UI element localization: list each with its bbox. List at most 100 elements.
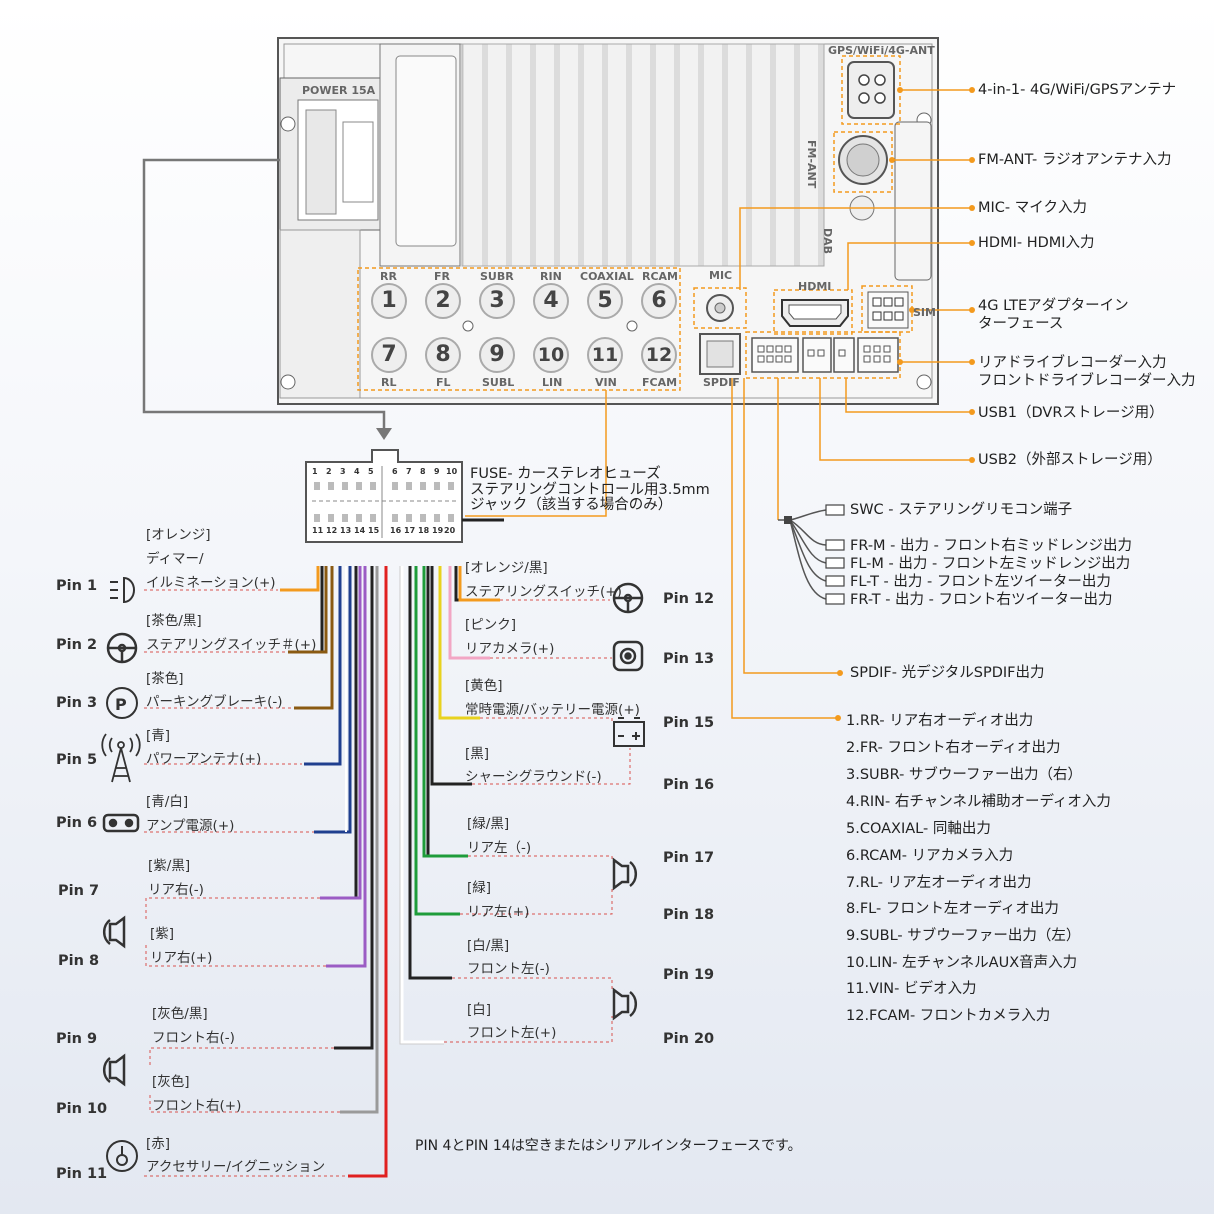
- pin-18-desc: リア左(+): [467, 904, 530, 920]
- annotation-lte-2: ターフェース: [978, 316, 1064, 332]
- pin-20-desc: フロント左(+): [467, 1025, 557, 1041]
- pin-16-desc: シャーシグラウンド(-): [465, 769, 602, 785]
- rca-jack: 9: [479, 337, 515, 373]
- harness-flm: FL-M - 出力 - フロント左ミッドレンジ出力: [850, 556, 1131, 572]
- pin-18-label: Pin 18: [663, 907, 715, 923]
- annotation-leaders: [465, 89, 972, 719]
- rca-list-item: 6.RCAM- リアカメラ入力: [846, 848, 1014, 864]
- hdmi-label: HDMI: [798, 280, 832, 293]
- left-wires: [280, 566, 388, 1178]
- rca-list-item: 9.SUBL- サブウーファー出力（左）: [846, 928, 1081, 944]
- rca-list-item: 10.LIN- 左チャンネルAUX音声入力: [846, 955, 1078, 971]
- rca-list-item: 4.RIN- 右チャンネル補助オーディオ入力: [846, 794, 1111, 810]
- speaker-icon-rear-left: [612, 857, 638, 891]
- pin-8-desc: リア右(+): [150, 950, 213, 966]
- pin-7-label: Pin 7: [58, 883, 100, 899]
- pin-7-color: [紫/黒]: [148, 858, 191, 874]
- rca-label: VIN: [595, 376, 617, 389]
- sim-label: SIM: [913, 306, 936, 319]
- annotation-usb2: USB2（外部ストレージ用）: [978, 452, 1162, 468]
- pin-2-color: [茶色/黒]: [146, 613, 202, 629]
- rca-list-item: 12.FCAM- フロントカメラ入力: [846, 1008, 1051, 1024]
- pin-17-color: [緑/黒]: [467, 816, 510, 832]
- pin-19-desc: フロント左(-): [467, 961, 550, 977]
- pin-13-desc: リアカメラ(+): [465, 641, 555, 657]
- rca-label: RR: [380, 270, 397, 283]
- pin-6-desc: アンプ電源(+): [146, 818, 235, 834]
- pin-13-color: [ピンク]: [465, 617, 517, 633]
- harness-plugs: [825, 504, 845, 605]
- annotation-fm: FM-ANT- ラジオアンテナ入力: [978, 152, 1172, 168]
- annotation-usb1: USB1（DVRストレージ用）: [978, 405, 1164, 421]
- fuse-note-line-2: ステアリングコントロール用3.5mm: [470, 482, 710, 498]
- pin-16-label: Pin 16: [663, 777, 715, 793]
- pin-3-color: [茶色]: [146, 671, 184, 687]
- rca-list-item: 3.SUBR- サブウーファー出力（右）: [846, 767, 1083, 783]
- pin-2-desc: ステアリングスイッチ＃(+): [146, 637, 317, 653]
- spdif-note: SPDIF- 光デジタルSPDIF出力: [850, 665, 1045, 681]
- pin-3-label: Pin 3: [56, 695, 98, 711]
- fm-label: FM-ANT: [805, 140, 818, 189]
- rca-list-item: 11.VIN- ビデオ入力: [846, 981, 977, 997]
- rca-jack: 8: [425, 337, 461, 373]
- pin-9-desc: フロント右(-): [152, 1030, 235, 1046]
- pin-1-color: [オレンジ]: [146, 527, 211, 543]
- harness-frt: FR-T - 出力 - フロント右ツイーター出力: [850, 592, 1113, 608]
- pin-6-color: [青/白]: [146, 794, 189, 810]
- pin-20-label: Pin 20: [663, 1031, 715, 1047]
- rca-label: LIN: [542, 376, 563, 389]
- pin-5-label: Pin 5: [56, 752, 98, 768]
- fuse-note-line-1: FUSE- カーステレオヒューズ: [470, 466, 661, 482]
- footer-note: PIN 4とPIN 14は空きまたはシリアルインターフェースです。: [415, 1138, 802, 1154]
- rca-jack: 2: [425, 283, 461, 319]
- pin-9-label: Pin 9: [56, 1031, 98, 1047]
- mic-label: MIC: [709, 269, 733, 282]
- pin-11-desc: アクセサリー/イグニッション: [146, 1159, 326, 1175]
- harness-swc: SWC - ステアリングリモコン端子: [850, 502, 1073, 518]
- rca-jack: 3: [479, 283, 515, 319]
- annotation-lte: 4G LTEアダプターイン: [978, 298, 1129, 314]
- power-arrow: [142, 158, 386, 432]
- ant-connector: [847, 61, 895, 119]
- spdif-label: SPDIF: [703, 376, 740, 389]
- label-guides: [144, 589, 631, 1177]
- pin-5-desc: パワーアンテナ(+): [146, 751, 262, 767]
- pin-19-color: [白/黒]: [467, 938, 510, 954]
- pin-11-label: Pin 11: [56, 1166, 108, 1182]
- annotation-rear-dvr: リアドライブレコーダー入力: [978, 355, 1167, 371]
- rca-label: SUBR: [480, 270, 514, 283]
- pin-12-label: Pin 12: [663, 591, 715, 607]
- rca-label: FCAM: [642, 376, 678, 389]
- rca-jack: 4: [533, 283, 569, 319]
- steering-wheel-icon: [106, 632, 138, 664]
- rca-highlight: [357, 267, 681, 391]
- speaker-icon-front-right: [102, 1053, 126, 1087]
- dvr-usb-connectors: [751, 337, 899, 373]
- pin-15-color: [黄色]: [465, 678, 503, 694]
- ant-label: GPS/WiFi/4G-ANT: [828, 44, 935, 57]
- antenna-icon: [101, 733, 141, 783]
- amplifier-icon: [102, 813, 140, 833]
- pin-3-desc: パーキングブレーキ(-): [146, 694, 283, 710]
- rca-jack: 1: [371, 283, 407, 319]
- pin-8-label: Pin 8: [58, 953, 100, 969]
- pin-2-label: Pin 2: [56, 637, 98, 653]
- rca-jack: 11: [587, 337, 623, 373]
- pin-13-label: Pin 13: [663, 651, 715, 667]
- rca-jack: 10: [533, 337, 569, 373]
- dab-label: DAB: [821, 228, 834, 255]
- headlight-icon: [110, 576, 135, 604]
- lte-connector: [867, 291, 909, 329]
- pin-15-label: Pin 15: [663, 715, 715, 731]
- pin-9-color: [灰色/黒]: [152, 1006, 208, 1022]
- svg-text:P: P: [115, 695, 127, 714]
- pin-6-label: Pin 6: [56, 815, 98, 831]
- power-label: POWER 15A: [302, 84, 376, 97]
- pin-12-color: [オレンジ/黒]: [465, 560, 548, 576]
- rca-list-item: 8.FL- フロント左オーディオ出力: [846, 901, 1059, 917]
- parking-brake-icon: [106, 687, 138, 719]
- speaker-icon-front-left: [612, 987, 638, 1021]
- harness-connector: [305, 449, 504, 543]
- pin-10-desc: フロント右(+): [152, 1098, 242, 1114]
- pin-18-color: [緑]: [467, 880, 492, 896]
